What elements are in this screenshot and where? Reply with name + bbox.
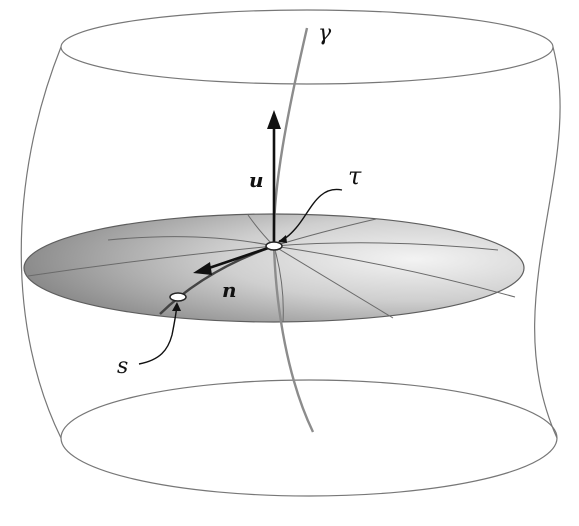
vector-u [267,110,281,246]
point-s [169,292,187,302]
right-wall [534,46,561,439]
label-s: s [117,354,128,379]
bottom-ellipse [60,379,558,497]
tau-pointer-head [278,235,287,243]
top-ellipse [60,9,554,85]
radial-line [273,245,394,319]
point-tau [265,241,283,251]
label-tau: τ [348,162,362,190]
radial-line [273,245,284,323]
arrowhead-n [193,262,212,275]
s-pointer [138,304,178,365]
label-u: u [249,168,264,192]
label-gamma: γ [318,21,332,46]
label-n: n [222,278,237,302]
radial-line [273,245,516,298]
arrowhead-u [267,110,281,129]
disc-radial-lines [27,214,516,323]
left-wall [20,46,62,439]
radial-line [107,236,275,247]
world-tube [20,9,561,497]
radial-line [273,218,377,247]
radial-line [27,245,275,277]
s-pointer-head [172,302,181,311]
radial-line [273,242,499,251]
vector-n [193,244,275,275]
